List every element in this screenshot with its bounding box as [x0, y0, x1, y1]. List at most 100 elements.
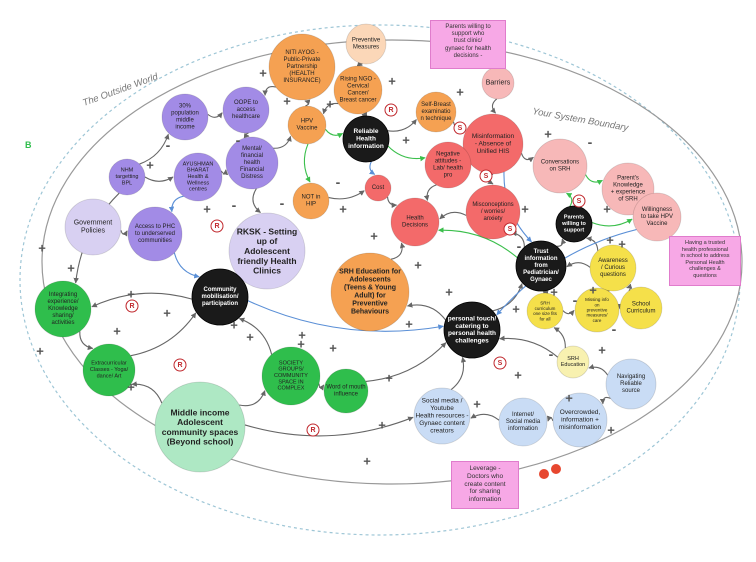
plus-sign-icon: + — [514, 368, 522, 383]
node-circle-srh-curriculum — [526, 292, 564, 330]
node-label-line: Measures — [353, 44, 379, 50]
node-label-line: Parents — [564, 215, 584, 221]
edge-niti-to-oope — [262, 86, 276, 96]
node-label-line: access — [237, 107, 256, 113]
node-circle-integrating — [34, 280, 92, 338]
plus-sign-icon: + — [370, 229, 378, 244]
edge-srh_curriculum-to-trust_info — [542, 289, 549, 295]
node-label-line: sharing/ — [52, 313, 74, 319]
edge-personal_touch-to-trust_info — [492, 283, 524, 312]
plus-sign-icon: + — [445, 285, 453, 300]
node-label-line: Extracurricular — [91, 361, 127, 367]
edge-mental-to-hpv — [273, 135, 292, 149]
same-direction-icon — [479, 169, 493, 183]
plus-sign-icon: + — [163, 306, 171, 321]
edge-hpv-to-not_hip — [303, 143, 311, 183]
loop-tag-s: S — [577, 198, 582, 205]
same-direction-icon — [493, 356, 507, 370]
edge-ayushman-to-access_phc — [168, 195, 184, 213]
node-circle-ayushman — [173, 152, 223, 202]
node-circle-rising-ngo — [333, 65, 383, 115]
node-label-line: examinatio — [421, 109, 451, 115]
note-line: Leverage - — [469, 465, 501, 472]
node-label-line: NOT in — [302, 195, 321, 201]
edge-navigating-to-overcrowded — [599, 396, 611, 405]
node-circle-community — [191, 268, 249, 326]
node-label-line: Curriculum — [626, 308, 655, 314]
plus-sign-icon: + — [456, 85, 464, 100]
node-label-line: for all — [539, 316, 550, 321]
loop-tag-s: S — [508, 226, 513, 233]
node-label-line: Social media / — [422, 398, 463, 405]
node-circle-extracurricular — [82, 343, 136, 397]
minus-sign-icon: - — [588, 134, 593, 150]
plus-sign-icon: + — [385, 371, 393, 386]
node-circle-parents-support — [555, 205, 593, 243]
node-label-line: Preventive — [352, 301, 388, 308]
node-label-line: AYUSHMAN — [183, 161, 214, 167]
reinforcing-loop-icon — [384, 103, 398, 117]
node-label-line: information + — [561, 417, 599, 424]
edge-hpv-to-niti — [304, 99, 311, 107]
plus-sign-icon: + — [127, 380, 135, 395]
node-label-line: Cancer/ — [347, 90, 368, 96]
node-label-line: Unified HIS — [477, 148, 511, 155]
plus-sign-icon: + — [113, 324, 121, 339]
node-circle-hpv — [287, 105, 327, 145]
loop-tag-s: S — [498, 360, 503, 367]
node-label-line: Preventive — [352, 38, 381, 44]
node-circle-personal-touch — [443, 301, 501, 359]
node-label-line: support — [564, 227, 585, 233]
minus-sign-icon: - — [517, 238, 522, 254]
minus-sign-icon: - — [336, 174, 341, 190]
edge-overcrowded-to-internet — [546, 415, 554, 422]
node-label-line: Misconceptions — [472, 202, 513, 208]
edge-hpv-to-reliable — [325, 129, 344, 139]
loop-tag-r: R — [388, 107, 393, 114]
edge-misinfo-to-conversations — [520, 153, 534, 163]
plus-sign-icon: + — [603, 202, 611, 217]
edges-layer — [73, 61, 647, 437]
signs-layer: ++++--+-+--+++++-+++-++---++++++++++++++… — [36, 66, 626, 469]
node-label-line: activities — [51, 320, 74, 326]
node-circle-self-breast — [415, 91, 457, 133]
loop-tag-r: R — [129, 303, 134, 310]
node-label-line: SRH — [567, 356, 579, 362]
note-line: in school to address — [680, 253, 730, 260]
edge-extracurricular-to-community — [130, 312, 197, 357]
plus-sign-icon: + — [329, 341, 337, 356]
minus-sign-icon: - — [612, 321, 617, 337]
node-label-line: (Teens & Young — [344, 284, 396, 291]
node-circle-preventive — [345, 23, 387, 65]
node-label-line: Vaccine — [647, 221, 669, 227]
edge-parents_support-to-willingness — [591, 218, 633, 227]
same-direction-icon — [453, 121, 467, 135]
edge-navigating-to-srh_education — [588, 364, 609, 376]
plus-sign-icon: + — [298, 328, 306, 343]
plus-sign-icon: + — [550, 285, 558, 300]
node-circle-not-hip — [292, 182, 330, 220]
node-circle-mental — [225, 136, 279, 190]
plus-sign-icon: + — [339, 202, 347, 217]
edge-integrating-to-extracurricular — [79, 331, 94, 351]
node-circle-conversations — [532, 138, 588, 194]
nodes-layer: NITI AYOG -Public-PrivatePartnership(HEA… — [34, 23, 682, 473]
red-dot-icon — [551, 464, 561, 474]
node-label-line: source — [622, 388, 641, 394]
node-label-line: information — [525, 256, 558, 262]
edge-trust_info-to-health_decisions — [438, 227, 518, 259]
